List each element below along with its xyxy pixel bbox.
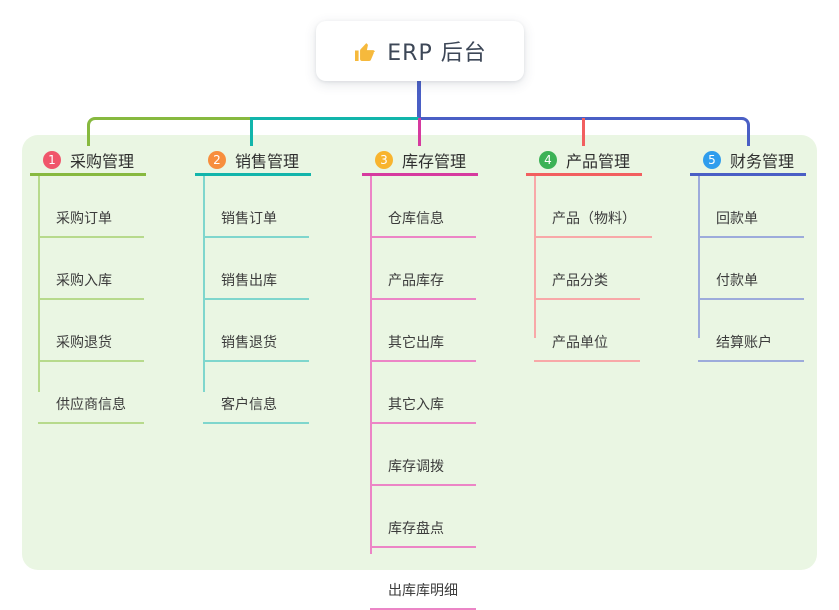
mindmap-background-panel	[22, 135, 817, 570]
branch-trunk-line	[38, 176, 40, 392]
branch-node-4[interactable]: 4 产品管理	[526, 146, 642, 176]
child-node[interactable]: 产品单位	[534, 300, 640, 362]
child-node-label: 产品分类	[552, 273, 608, 289]
branch-trunk-line	[203, 176, 205, 392]
child-node[interactable]: 销售退货	[203, 300, 309, 362]
thumbs-up-icon	[353, 40, 377, 64]
child-node[interactable]: 库存调拨	[370, 424, 476, 486]
child-node-label: 采购退货	[56, 335, 112, 351]
branch-label: 销售管理	[235, 151, 300, 171]
child-node[interactable]: 出库库明细	[370, 548, 476, 610]
child-node-label: 产品（物料）	[552, 211, 636, 227]
child-node-label: 仓库信息	[388, 211, 444, 227]
branch-node-5[interactable]: 5 财务管理	[690, 146, 806, 176]
branch-children: 产品（物料） 产品分类产品单位	[534, 176, 652, 362]
child-node-label: 结算账户	[716, 335, 772, 351]
child-node[interactable]: 回款单	[698, 176, 804, 238]
child-node-label: 出库库明细	[388, 583, 458, 599]
branch-label: 产品管理	[566, 151, 631, 171]
root-node-label: ERP 后台	[387, 41, 487, 66]
child-node[interactable]: 付款单	[698, 238, 804, 300]
branch1-connector-line	[87, 117, 252, 146]
child-node-label: 其它入库	[388, 397, 444, 413]
branch4-connector-drop-line	[582, 118, 585, 146]
child-node-label: 库存调拨	[388, 459, 444, 475]
child-node[interactable]: 供应商信息	[38, 362, 144, 424]
child-node-label: 产品库存	[388, 273, 444, 289]
branch-number-badge: 3	[375, 150, 393, 169]
child-node[interactable]: 产品库存	[370, 238, 476, 300]
child-node-label: 供应商信息	[56, 397, 126, 413]
child-node[interactable]: 其它入库	[370, 362, 476, 424]
branch-trunk-line	[370, 176, 372, 554]
child-node[interactable]: 结算账户	[698, 300, 804, 362]
child-node-label: 销售订单	[221, 211, 277, 227]
root-node[interactable]: ERP 后台	[316, 21, 524, 81]
child-node-label: 销售退货	[221, 335, 277, 351]
branch-label: 库存管理	[402, 151, 467, 171]
branch-5: 5 财务管理 回款单付款单结算账户	[690, 146, 806, 362]
branch2-connector-drop-line	[250, 117, 253, 146]
branch-children: 采购订单采购入库采购退货供应商信息	[38, 176, 146, 424]
branch-1: 1 采购管理 采购订单采购入库采购退货供应商信息	[30, 146, 146, 424]
child-node-label: 采购入库	[56, 273, 112, 289]
branch-label: 采购管理	[70, 151, 135, 171]
branch-node-1[interactable]: 1 采购管理	[30, 146, 146, 176]
branch-children: 仓库信息产品库存其它出库其它入库库存调拨库存盘点出库库明细	[370, 176, 478, 610]
branch-label: 财务管理	[730, 151, 795, 171]
child-node-label: 库存盘点	[388, 521, 444, 537]
child-node[interactable]: 库存盘点	[370, 486, 476, 548]
child-node-label: 回款单	[716, 211, 758, 227]
branch-children: 销售订单销售出库销售退货客户信息	[203, 176, 311, 424]
child-node-label: 客户信息	[221, 397, 277, 413]
branch-number-badge: 2	[208, 150, 226, 169]
branch-4: 4 产品管理 产品（物料） 产品分类产品单位	[526, 146, 652, 362]
child-node-label: 采购订单	[56, 211, 112, 227]
child-node[interactable]: 采购入库	[38, 238, 144, 300]
child-node[interactable]: 其它出库	[370, 300, 476, 362]
branch-2: 2 销售管理 销售订单销售出库销售退货客户信息	[195, 146, 311, 424]
branch-children: 回款单付款单结算账户	[698, 176, 806, 362]
root-connector-line	[417, 81, 421, 120]
child-node-label: 销售出库	[221, 273, 277, 289]
child-node[interactable]: 客户信息	[203, 362, 309, 424]
child-node-label: 产品单位	[552, 335, 608, 351]
child-node[interactable]: 销售订单	[203, 176, 309, 238]
branch-trunk-line	[698, 176, 700, 338]
branch-number-badge: 5	[703, 150, 721, 169]
branch-node-2[interactable]: 2 销售管理	[195, 146, 311, 176]
child-node[interactable]: 产品分类	[534, 238, 640, 300]
child-node-label: 其它出库	[388, 335, 444, 351]
child-node[interactable]: 采购退货	[38, 300, 144, 362]
child-node[interactable]: 采购订单	[38, 176, 144, 238]
branch3-connector-drop-line	[418, 118, 421, 146]
branch2-connector-bus-line	[252, 117, 419, 120]
child-node[interactable]: 产品（物料）	[534, 176, 652, 238]
branch-number-badge: 4	[539, 150, 557, 169]
branch-trunk-line	[534, 176, 536, 338]
child-node-label: 付款单	[716, 273, 758, 289]
child-node[interactable]: 仓库信息	[370, 176, 476, 238]
branch-number-badge: 1	[43, 150, 61, 169]
branch-3: 3 库存管理 仓库信息产品库存其它出库其它入库库存调拨库存盘点出库库明细	[362, 146, 478, 610]
branch-node-3[interactable]: 3 库存管理	[362, 146, 478, 176]
child-node[interactable]: 销售出库	[203, 238, 309, 300]
